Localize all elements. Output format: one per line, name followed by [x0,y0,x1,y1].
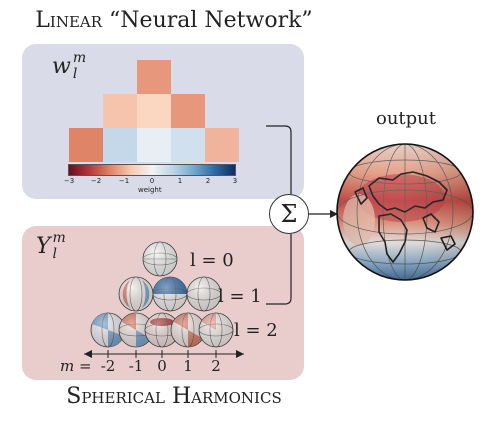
harmonic-sphere-l0-m0 [142,241,178,277]
output-globe [336,143,474,281]
linear-word: Linear [35,8,103,33]
linear-network-title: Linear “Neural Network” [0,8,348,33]
colorbar-tick: 3 [232,177,238,185]
weights-sup: m [72,50,87,66]
harmonic-sphere-l2-m-1 [118,312,154,348]
weight-cell-l0-m0 [137,60,171,94]
weight-cell-l2-m0 [137,128,171,162]
summation-node: Σ [269,194,309,234]
weight-cell-l2-m2 [205,128,239,162]
harmonic-sphere-l2-m-2 [90,312,126,348]
weight-cell-l1-m0 [137,94,171,128]
weight-colorbar [68,164,236,176]
harmonic-sphere-l1-m0 [152,276,188,312]
colorbar-tick: −3 [63,177,75,185]
m-axis [84,350,244,358]
weight-cell-l2-m1 [171,128,205,162]
harmonic-sphere-l1-m-1 [118,276,154,312]
harmonic-sphere-l2-m0 [144,312,180,348]
m-tick-label: -2 [100,357,116,375]
harmonics-symbol-base: Y [36,234,51,259]
harmonic-sphere-l2-m2 [198,312,234,348]
colorbar-tick: −2 [90,177,102,185]
colorbar-tick: 1 [177,177,183,185]
l-row-label: l = 2 [234,320,278,341]
harmonics-sub: l [52,246,58,262]
m-axis-label: m = [60,357,92,375]
m-tick-label: -1 [128,357,144,375]
colorbar-tick: 2 [205,177,211,185]
weights-sub: l [72,66,78,82]
spherical-harmonics-title: Spherical Harmonics [66,384,282,409]
l-row-label: l = 0 [190,250,234,271]
output-label: output [376,108,437,129]
m-tick-label: 0 [157,357,167,375]
l-row-label: l = 1 [218,286,262,307]
harmonics-spheres [84,241,244,358]
harmonic-sphere-l2-m1 [170,312,206,348]
neural-network-quoted: “Neural Network” [109,8,313,33]
harmonics-sup: m [52,230,66,246]
weight-cell-l2-m-2 [69,128,103,162]
colorbar-tick: −1 [118,177,130,185]
m-tick-label: 1 [183,357,193,375]
m-tick-label: 2 [211,357,221,375]
harmonic-sphere-l1-m1 [186,276,222,312]
weights-symbol-base: w [52,54,71,79]
weight-cell-l1-m1 [171,94,205,128]
colorbar-label: weight [138,186,162,194]
weight-cell-l2-m-1 [103,128,137,162]
weight-cell-l1-m-1 [103,94,137,128]
colorbar-tick: 0 [149,177,155,185]
